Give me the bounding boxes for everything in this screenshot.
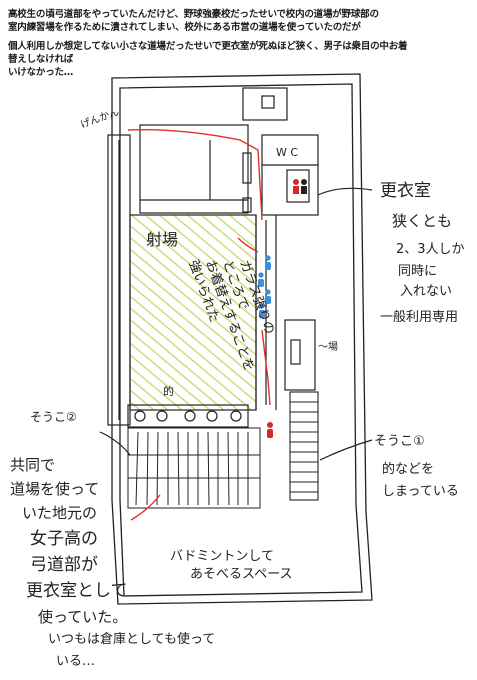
storage-1-desc-2: しまっている <box>382 484 459 499</box>
changing-room-icons <box>293 179 307 194</box>
left-note-6: 更衣室として <box>26 581 128 601</box>
storage-2 <box>127 427 261 509</box>
bath-area <box>284 319 316 391</box>
changing-room-desc-1: 狭くとも <box>392 212 453 230</box>
changing-room-title: 更衣室 <box>380 181 431 201</box>
left-note-1: 共同で <box>10 456 56 474</box>
left-note-2: 道場を使って <box>10 480 100 498</box>
storage-1-desc-1: 的などを <box>382 462 435 477</box>
changing-room-desc-3: 同時に <box>398 264 438 279</box>
wc-block <box>242 87 319 216</box>
mato-label: 的 <box>163 384 174 398</box>
wc-label: W C <box>276 146 298 159</box>
entrance-area <box>139 124 252 214</box>
header-line-1: 高校生の頃弓道部をやっていたんだけど、野球強豪校だったせいで校内の道場が野球部の <box>8 9 379 20</box>
blue-people-icons <box>258 255 271 318</box>
badminton-label-2: あそべるスペース <box>190 567 292 582</box>
red-person-icon <box>267 422 273 438</box>
changing-room-desc-5: 一般利用専用 <box>380 310 459 325</box>
left-note-9: いる… <box>56 654 96 669</box>
left-note-4: 女子高の <box>30 529 98 549</box>
left-note-7: 使っていた。 <box>38 608 128 626</box>
left-note-8: いつもは倉庫としても使って <box>48 632 216 647</box>
changing-room-desc-2: 2、3人しか <box>396 242 465 257</box>
left-wall <box>107 134 131 426</box>
changing-room-desc-4: 入れない <box>400 284 453 299</box>
bath-label: 〜場 <box>318 340 338 353</box>
building-outline <box>111 73 373 605</box>
header-line-3: 個人利用しか想定してない小さな道場だったせいで更衣室が死ぬほど狭く、男子は衆目の… <box>8 41 408 52</box>
red-path <box>127 129 271 521</box>
left-note-3: いた地元の <box>22 504 98 522</box>
glass-corridor <box>255 215 277 410</box>
header-line-4: 替えしなければ <box>8 54 74 65</box>
target-area <box>127 404 249 428</box>
storage-1-title: そうこ① <box>374 434 425 449</box>
header-line-2: 室内練習場を作るために潰されてしまい、校外にある市営の道場を使っていたのだが <box>8 22 361 33</box>
storage-1 <box>289 391 319 501</box>
header-line-5: いけなかった… <box>8 67 74 78</box>
left-note-5: 弓道部が <box>30 555 98 575</box>
genkan-label: げんかん <box>79 106 121 131</box>
badminton-label-1: バドミントンして <box>170 549 274 564</box>
shajo-label: 射場 <box>146 230 178 249</box>
storage-2-title: そうこ② <box>30 410 77 424</box>
pointer-lines <box>99 187 373 461</box>
